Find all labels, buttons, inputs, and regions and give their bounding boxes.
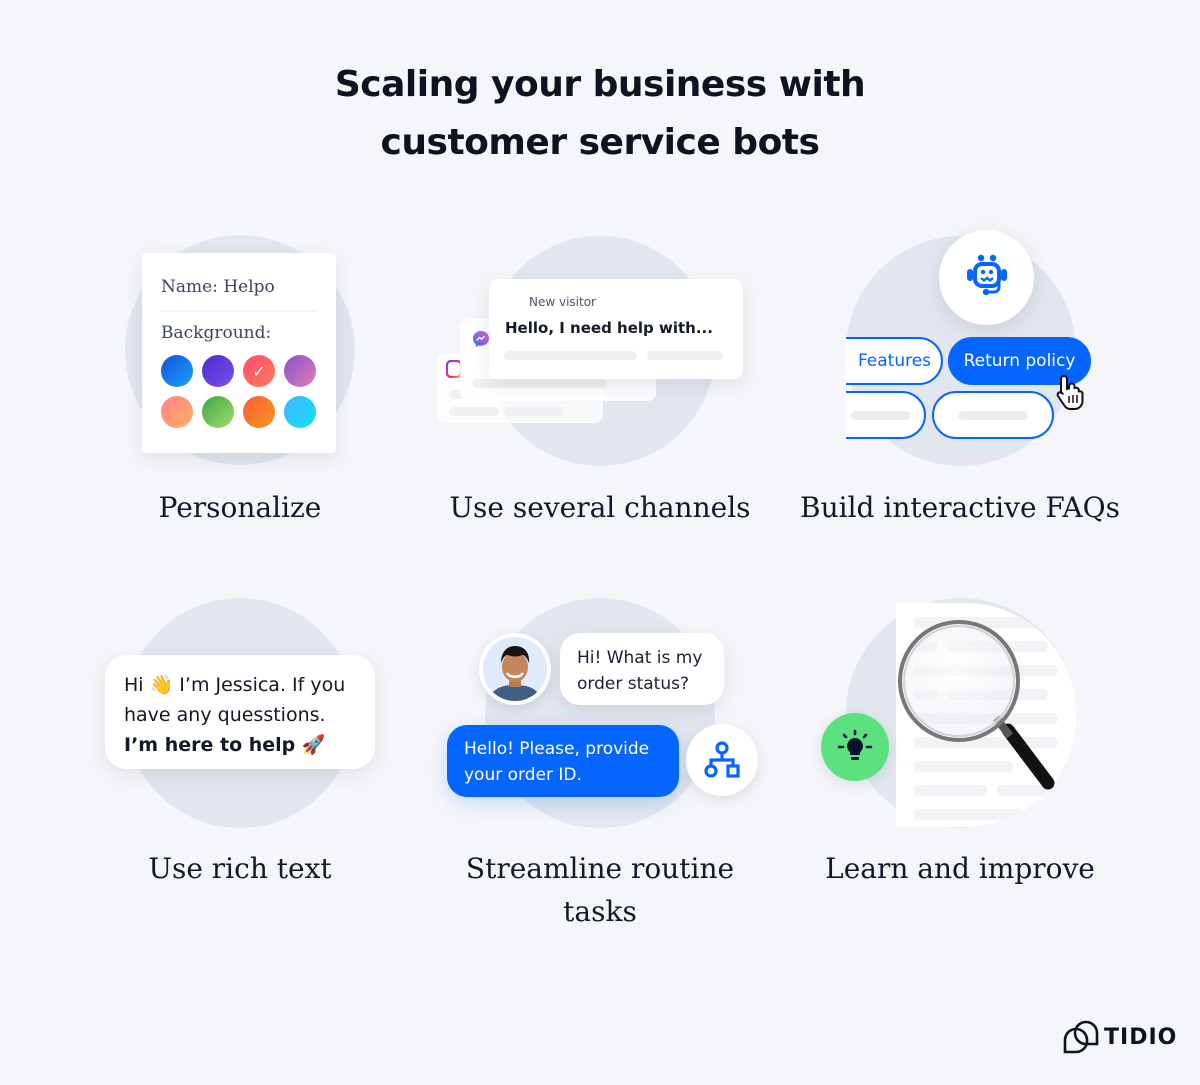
messenger-icon [473, 331, 489, 347]
person-photo-icon [483, 637, 547, 701]
color-swatches: ✓ [161, 355, 316, 428]
swatch-green[interactable] [202, 396, 234, 428]
doc-line [913, 617, 1043, 628]
background-label: Background: [161, 323, 272, 343]
tidio-logo: TIDIO [1062, 1020, 1177, 1054]
bot-name-label: Name: Helpo [161, 277, 275, 297]
divider [161, 310, 316, 312]
visitor-message: Hello, I need help with... [505, 319, 713, 337]
faq-button-features[interactable]: Features [846, 337, 943, 385]
tidio-wordmark: TIDIO [1104, 1024, 1178, 1050]
caption-streamline: Streamline routine tasks [465, 852, 735, 928]
placeholder-line [647, 351, 723, 360]
swatch-peach[interactable] [161, 396, 193, 428]
bot-avatar [939, 230, 1034, 325]
title-line-2: customer service bots [380, 122, 820, 163]
customer-question-bubble: Hi! What is my order status? [560, 633, 724, 705]
caption-faqs: Build interactive FAQs [800, 491, 1120, 524]
faq-button-placeholder[interactable] [932, 391, 1054, 439]
workflow-icon [704, 741, 740, 778]
swatch-indigo[interactable] [202, 355, 234, 387]
placeholder-line [472, 379, 607, 388]
placeholder-line [449, 407, 499, 416]
placeholder-line [504, 351, 637, 360]
message-line-1: Hi 👋 I’m Jessica. If you [124, 674, 346, 696]
flow-badge [686, 724, 758, 796]
lightbulb-icon [837, 729, 873, 760]
caption-personalize: Personalize [158, 491, 322, 524]
swatch-coral-selected[interactable]: ✓ [243, 355, 275, 387]
tidio-logo-icon [1063, 1020, 1099, 1054]
new-visitor-card: New visitor Hello, I need help with... [489, 279, 743, 379]
title-line-1: Scaling your business with [334, 64, 866, 105]
swatch-orange[interactable] [243, 396, 275, 428]
doc-line [913, 737, 1058, 748]
faq-button-placeholder[interactable] [846, 391, 926, 439]
check-icon: ✓ [252, 361, 266, 381]
sender-label: New visitor [529, 295, 596, 309]
customer-avatar [479, 633, 551, 705]
support-bot-icon [966, 254, 1007, 295]
swatch-purple-pink[interactable] [284, 355, 316, 387]
doc-line [996, 785, 1051, 796]
message-line-3: I’m here to help 🚀 [124, 734, 326, 756]
lightbulb-badge [821, 713, 889, 781]
swatch-blue[interactable] [161, 355, 193, 387]
rich-text-message: Hi 👋 I’m Jessica. If you have any quesst… [105, 655, 375, 769]
page-title: Scaling your business with customer serv… [0, 56, 1200, 172]
magnifying-glass-icon [898, 620, 1055, 790]
doc-line [913, 785, 988, 796]
swatch-cyan[interactable] [284, 396, 316, 428]
caption-rich-text: Use rich text [148, 852, 332, 885]
message-line-2: have any quesstions. [124, 704, 326, 726]
caption-channels: Use several channels [449, 491, 751, 524]
doc-line [913, 809, 1023, 820]
bot-answer-bubble: Hello! Please, provide your order ID. [447, 725, 679, 797]
doc-line [913, 761, 1013, 772]
hand-pointer-icon [1056, 374, 1084, 410]
caption-learn: Learn and improve [825, 852, 1095, 885]
personalize-card: Name: Helpo Background: ✓ [142, 253, 336, 453]
placeholder-line [504, 407, 564, 416]
